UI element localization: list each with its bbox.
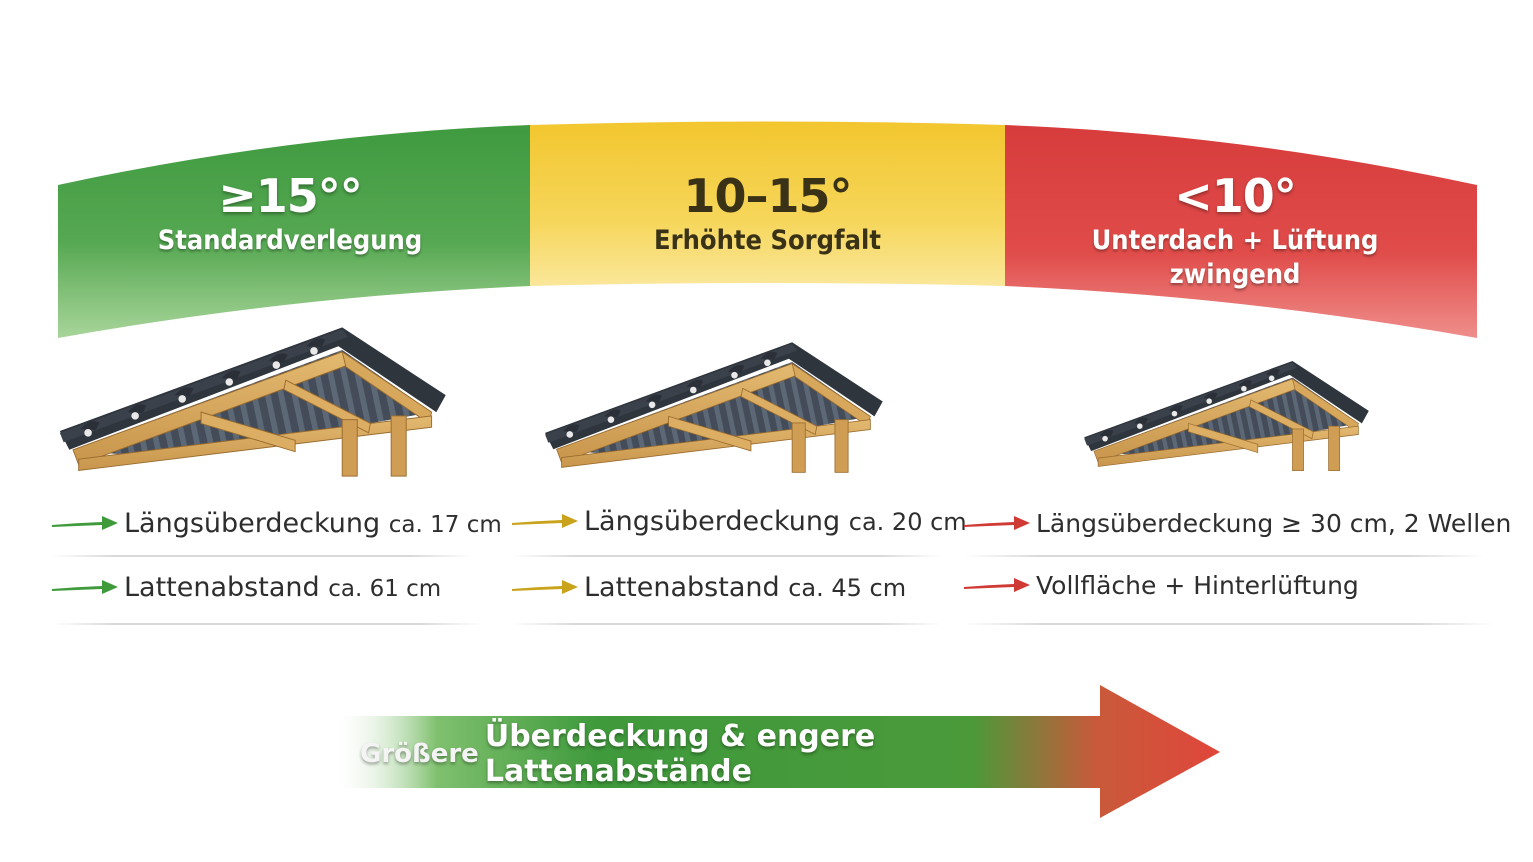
spec-label: Lattenabstand ca. 45 cm [584,571,907,603]
arrow-right-icon [52,513,118,533]
zone-angle: <10° [1174,169,1297,223]
roof-illustration-icon [544,341,884,473]
zone-title: Standardverlegung [157,225,423,256]
trend-arrow [330,685,1220,818]
zone-angle: ≥15°° [218,169,363,223]
spec-row: Lattenabstand ca. 45 cm [512,564,906,610]
divider [512,623,942,625]
divider [964,555,1484,557]
arrow-right-icon [964,575,1030,595]
divider [52,623,482,625]
zone-band-red [1005,125,1477,338]
spec-row: Längsüberdeckung ca. 17 cm [52,500,502,546]
trend-prefix: Größere [360,739,479,769]
spec-label: Längsüberdeckung ca. 20 cm [584,505,967,537]
spec-label: Längsüberdeckung ≥ 30 cm, 2 Wellen [1036,508,1512,538]
zone-title: Unterdach + Lüftung zwingend [1091,225,1379,290]
spec-row: Vollfläche + Hinterlüftung [964,562,1359,608]
spec-row: Lattenabstand ca. 61 cm [52,564,441,610]
zone-yellow-label: 10–15° Erhöhte Sorgfalt [540,170,995,258]
zone-band-green [58,125,530,338]
trend-text: Überdeckung & engere Lattenabstände [484,719,876,789]
trend-arrow-shape [330,685,1220,818]
spec-label: Längsüberdeckung ca. 17 cm [124,507,502,539]
zone-angle: 10–15° [683,169,852,223]
spec-row: Längsüberdeckung ca. 20 cm [512,498,967,544]
arrow-right-icon [52,577,118,597]
arrow-right-icon [512,511,578,531]
divider [512,555,942,557]
zone-green-label: ≥15°° Standardverlegung [70,170,510,258]
zone-title: Erhöhte Sorgfalt [654,225,881,256]
angle-banner [58,121,1477,338]
arrow-right-icon [512,577,578,597]
arrow-right-icon [964,513,1030,533]
zone-band-yellow [530,121,1005,286]
spec-row: Längsüberdeckung ≥ 30 cm, 2 Wellen [964,500,1511,546]
trend-arrow-label: Größere Überdeckung & engere Lattenabstä… [360,719,1090,789]
roof-illustration-icon [59,326,447,477]
roof-illustration-icon [1083,360,1370,472]
zone-red-label: <10° Unterdach + Lüftung zwingend [1015,170,1455,292]
spec-label: Vollfläche + Hinterlüftung [1036,570,1359,600]
divider [964,623,1494,625]
divider [52,555,472,557]
spec-label: Lattenabstand ca. 61 cm [124,571,442,603]
